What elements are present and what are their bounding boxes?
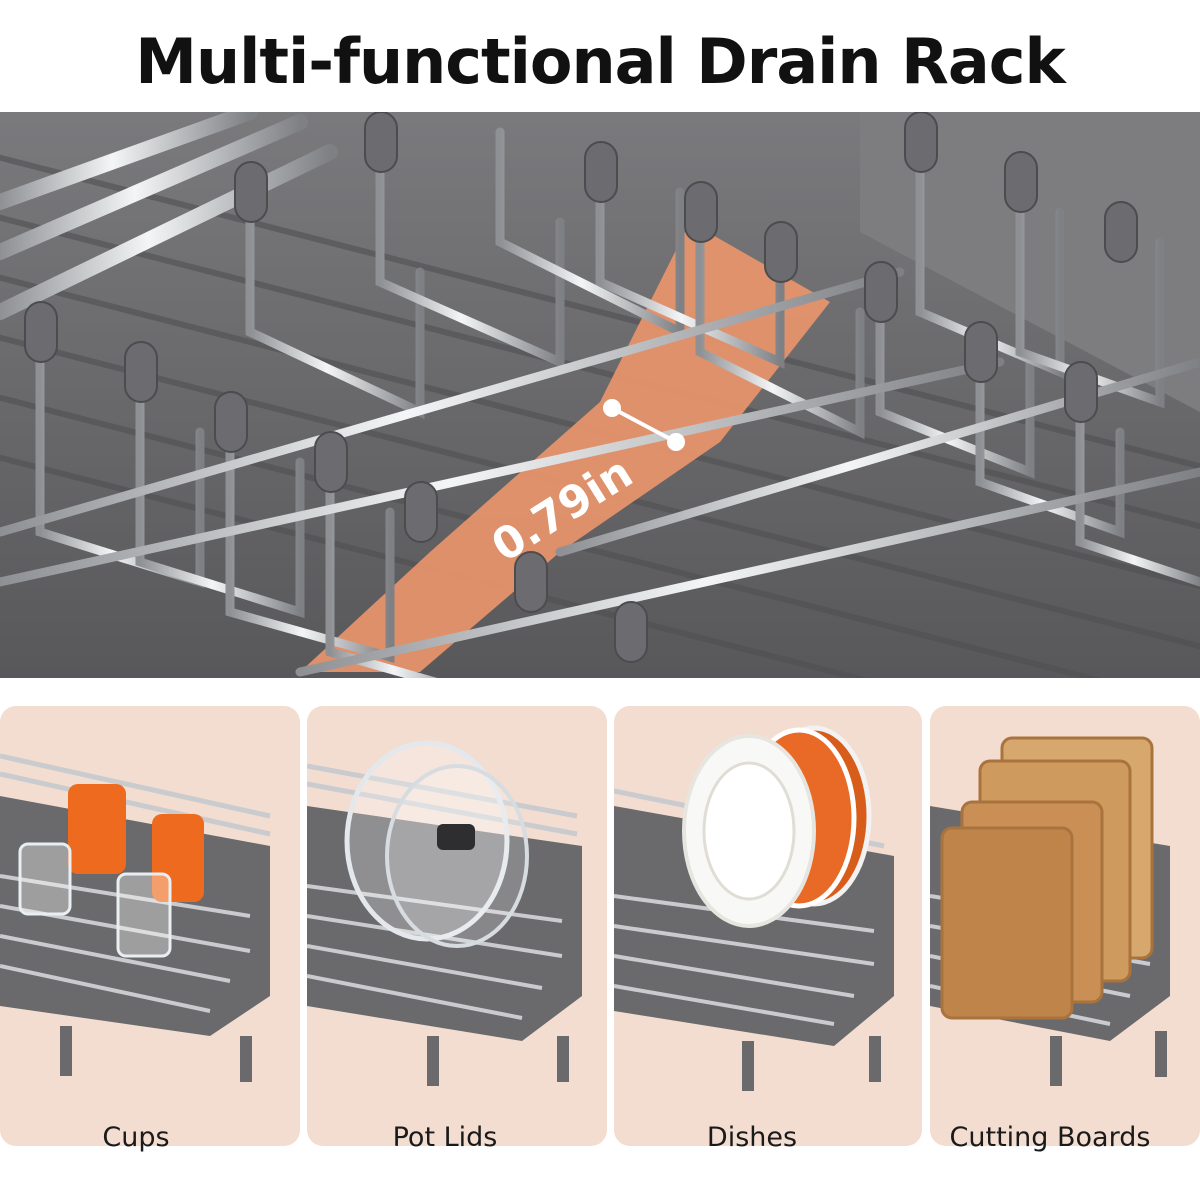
page-title: Multi-functional Drain Rack	[135, 25, 1065, 98]
orange-cups	[68, 784, 204, 902]
panel-cutting-boards	[930, 706, 1200, 1146]
panel-dishes	[614, 706, 922, 1146]
panel-cups	[0, 706, 300, 1146]
rack-closeup-image: 0.79in	[0, 112, 1200, 678]
wooden-cutting-boards	[940, 736, 1154, 1020]
use-cases	[0, 706, 1200, 1146]
label-cutting-boards: Cutting Boards	[949, 1122, 1151, 1153]
glass-cups	[18, 842, 172, 958]
glass-pot-lid	[344, 740, 529, 948]
label-pot-lids: Pot Lids	[392, 1122, 498, 1153]
label-dishes: Dishes	[706, 1122, 798, 1153]
label-cups: Cups	[102, 1122, 170, 1153]
panel-pot-lids	[307, 706, 607, 1146]
white-plates	[682, 734, 816, 928]
